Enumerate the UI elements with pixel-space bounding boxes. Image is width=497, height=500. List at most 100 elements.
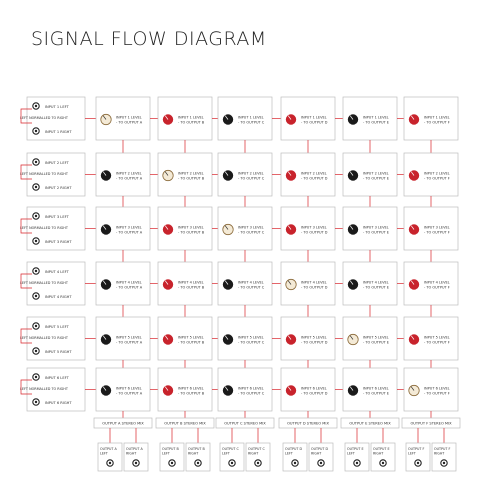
normal-wire — [20, 108, 32, 124]
knob-pointer — [102, 171, 107, 176]
level-target-label: - TO OUTPUT C — [238, 177, 265, 181]
knob-pointer — [349, 280, 354, 285]
level-label: INPUT 3 LEVEL — [363, 226, 389, 230]
knob-pointer — [287, 335, 292, 340]
knob-pointer — [349, 335, 354, 340]
level-target-label: - TO OUTPUT D — [301, 231, 328, 235]
level-label: INPUT 3 LEVEL — [424, 226, 450, 230]
output-jack-center-icon — [442, 461, 446, 465]
knob-pointer — [102, 280, 107, 285]
input-left-label: INPUT 6 LEFT — [45, 376, 70, 380]
output-jack-center-icon — [134, 461, 138, 465]
jack-center-icon — [34, 375, 38, 379]
page-title: SIGNAL FLOW DIAGRAM — [31, 28, 267, 50]
output-jack-label: OUTPUT E — [373, 447, 390, 451]
level-label: INPUT 1 LEVEL — [178, 116, 204, 120]
normalled-label: LEFT NORMALLED TO RIGHT — [20, 336, 69, 340]
level-label: INPUT 3 LEVEL — [238, 226, 264, 230]
knob-pointer — [349, 225, 354, 230]
normalled-label: LEFT NORMALLED TO RIGHT — [20, 226, 69, 230]
input-right-label: INPUT 4 RIGHT — [45, 295, 72, 299]
normal-wire — [20, 218, 32, 234]
output-side-label: LEFT — [162, 452, 171, 456]
level-target-label: - TO OUTPUT B — [178, 177, 205, 181]
knob-pointer — [287, 280, 292, 285]
knob-pointer — [164, 171, 169, 176]
output-side-label: LEFT — [347, 452, 356, 456]
level-label: INPUT 6 LEVEL — [301, 387, 327, 391]
input-left-label: INPUT 2 LEFT — [45, 161, 70, 165]
input-right-label: INPUT 3 RIGHT — [45, 240, 72, 244]
normal-wire — [20, 379, 32, 395]
input-left-label: INPUT 3 LEFT — [45, 215, 70, 219]
level-target-label: - TO OUTPUT A — [116, 392, 143, 396]
knob-pointer — [164, 335, 169, 340]
input-right-label: INPUT 5 RIGHT — [45, 350, 72, 354]
knob-pointer — [224, 171, 229, 176]
level-label: INPUT 6 LEVEL — [178, 387, 204, 391]
output-jack-center-icon — [196, 461, 200, 465]
stereo-mix-box — [340, 417, 400, 429]
normalled-label: LEFT NORMALLED TO RIGHT — [20, 281, 69, 285]
jack-center-icon — [34, 214, 38, 218]
knob-pointer — [410, 225, 415, 230]
stereo-mix-label: OUTPUT D STEREO MIX — [287, 422, 329, 426]
normal-wire — [20, 328, 32, 344]
level-target-label: - TO OUTPUT D — [301, 286, 328, 290]
output-side-label: LEFT — [100, 452, 109, 456]
knob-pointer — [164, 280, 169, 285]
level-target-label: - TO OUTPUT E — [363, 341, 389, 345]
level-label: INPUT 5 LEVEL — [301, 336, 327, 340]
output-jack-label: OUTPUT A — [126, 447, 143, 451]
output-jack-label: OUTPUT A — [100, 447, 117, 451]
level-target-label: - TO OUTPUT F — [424, 121, 450, 125]
level-target-label: - TO OUTPUT F — [424, 231, 450, 235]
knob-pointer — [102, 386, 107, 391]
output-jack-label: OUTPUT C — [222, 447, 239, 451]
knob-pointer — [224, 225, 229, 230]
stereo-mix-label: OUTPUT C STEREO MIX — [224, 422, 266, 426]
knob-pointer — [410, 280, 415, 285]
level-target-label: - TO OUTPUT A — [116, 286, 143, 290]
jack-center-icon — [34, 349, 38, 353]
level-target-label: - TO OUTPUT D — [301, 392, 328, 396]
output-jack-label: OUTPUT D — [311, 447, 328, 451]
level-target-label: - TO OUTPUT C — [238, 231, 265, 235]
jack-center-icon — [34, 129, 38, 133]
jack-center-icon — [34, 324, 38, 328]
level-label: INPUT 2 LEVEL — [116, 172, 142, 176]
level-target-label: - TO OUTPUT C — [238, 341, 265, 345]
input-left-label: INPUT 1 LEFT — [45, 105, 70, 109]
jack-center-icon — [34, 294, 38, 298]
knob-pointer — [349, 115, 354, 120]
output-jack-center-icon — [319, 461, 323, 465]
level-label: INPUT 5 LEVEL — [363, 336, 389, 340]
level-target-label: - TO OUTPUT A — [116, 231, 143, 235]
jack-center-icon — [34, 160, 38, 164]
knob-pointer — [224, 335, 229, 340]
level-label: INPUT 2 LEVEL — [178, 172, 204, 176]
normalled-label: LEFT NORMALLED TO RIGHT — [20, 116, 69, 120]
level-label: INPUT 1 LEVEL — [116, 116, 142, 120]
level-cell — [217, 206, 273, 251]
output-side-label: RIGHT — [373, 452, 384, 456]
normalled-label: LEFT NORMALLED TO RIGHT — [20, 172, 69, 176]
input-right-label: INPUT 2 RIGHT — [45, 186, 72, 190]
level-cell — [403, 152, 459, 197]
knob-pointer — [410, 386, 415, 391]
knob-pointer — [164, 386, 169, 391]
knob-pointer — [410, 171, 415, 176]
knob-pointer — [224, 386, 229, 391]
level-label: INPUT 2 LEVEL — [424, 172, 450, 176]
level-target-label: - TO OUTPUT B — [178, 341, 205, 345]
output-side-label: RIGHT — [434, 452, 445, 456]
knob-pointer — [410, 115, 415, 120]
level-target-label: - TO OUTPUT F — [424, 177, 450, 181]
output-jack-center-icon — [170, 461, 174, 465]
output-side-label: RIGHT — [188, 452, 199, 456]
knob-pointer — [102, 335, 107, 340]
level-label: INPUT 4 LEVEL — [116, 281, 142, 285]
level-target-label: - TO OUTPUT A — [116, 341, 143, 345]
output-side-label: RIGHT — [126, 452, 137, 456]
